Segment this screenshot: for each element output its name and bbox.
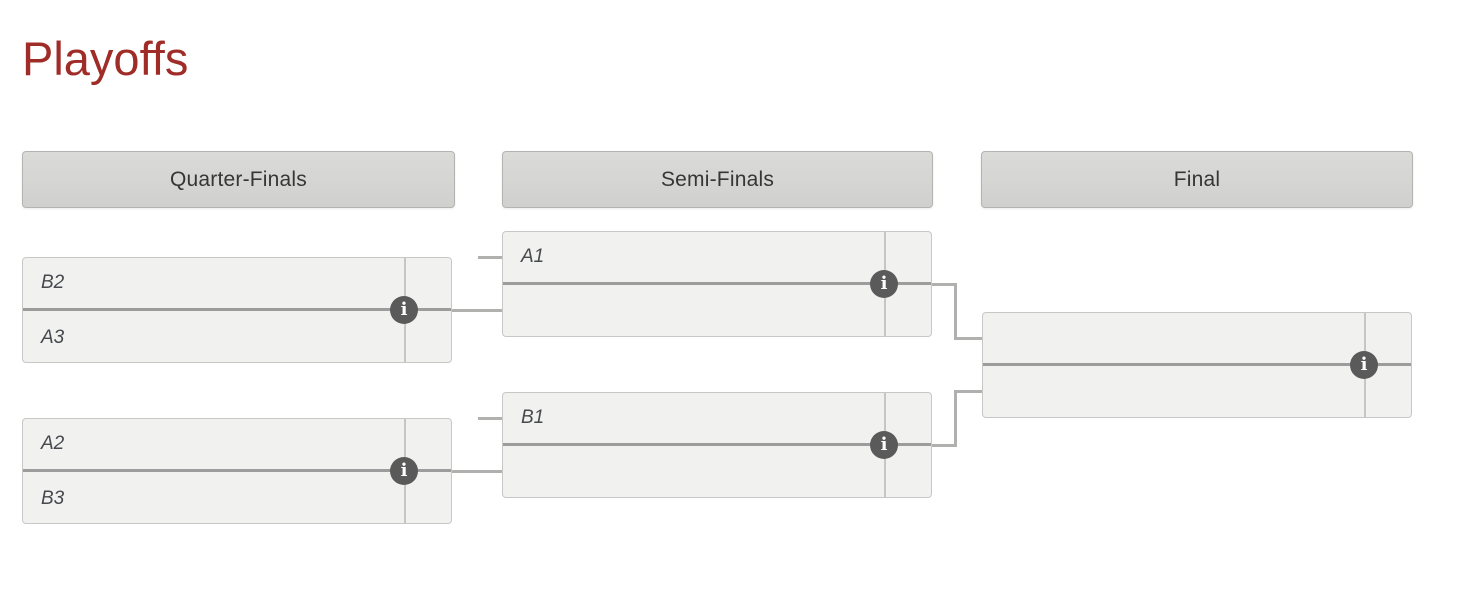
info-icon-glyph: i [400, 299, 408, 320]
match-quarter-final-1: B2 A3 i [22, 257, 452, 363]
round-header-quarter-finals-label: Quarter-Finals [169, 167, 307, 191]
info-icon-glyph: i [1360, 354, 1368, 375]
match-info-icon[interactable]: i [870, 431, 898, 459]
connector-bye-b1-stub [478, 417, 502, 420]
team-label: A2 [41, 433, 65, 454]
round-header-quarter-finals: Quarter-Finals [22, 151, 455, 208]
match-info-icon[interactable]: i [390, 457, 418, 485]
match-info-icon[interactable]: i [1350, 351, 1378, 379]
team-slot-bottom [503, 446, 931, 499]
team-label: A3 [41, 326, 65, 348]
info-icon-glyph: i [880, 434, 888, 455]
connector-sf1-to-final [954, 337, 982, 340]
page-title: Playoffs [22, 32, 189, 85]
team-slot-top: B1 [503, 393, 931, 446]
match-info-icon[interactable]: i [870, 270, 898, 298]
team-slot-top: A2 [23, 419, 451, 472]
connector-qf1-to-sf1 [452, 309, 502, 312]
match-quarter-final-2: A2 B3 i [22, 418, 452, 524]
connector-sf1-elbow [954, 283, 957, 340]
match-final: i [982, 312, 1412, 418]
team-slot-bottom: B3 [23, 472, 451, 525]
team-label: A1 [521, 246, 545, 267]
team-slot-bottom [983, 366, 1411, 419]
connector-qf2-to-sf2 [452, 470, 502, 473]
team-label: B1 [521, 407, 545, 428]
connector-sf2-out [932, 444, 957, 447]
info-icon-glyph: i [400, 460, 408, 481]
team-label: B3 [41, 487, 65, 509]
round-header-semi-finals: Semi-Finals [502, 151, 933, 208]
round-header-final-label: Final [1173, 167, 1221, 191]
info-icon-glyph: i [880, 273, 888, 294]
team-label: B2 [41, 272, 65, 293]
team-slot-top: B2 [23, 258, 451, 311]
connector-bye-a1-stub [478, 256, 502, 259]
round-header-final: Final [981, 151, 1413, 208]
team-slot-bottom: A3 [23, 311, 451, 364]
connector-sf2-to-final [954, 390, 982, 393]
team-slot-top [983, 313, 1411, 366]
connector-sf2-elbow [954, 390, 957, 447]
connector-sf1-out [932, 283, 957, 286]
round-header-semi-finals-label: Semi-Finals [660, 167, 775, 191]
match-semi-final-1: A1 i [502, 231, 932, 337]
team-slot-bottom [503, 285, 931, 338]
team-slot-top: A1 [503, 232, 931, 285]
match-semi-final-2: B1 i [502, 392, 932, 498]
match-info-icon[interactable]: i [390, 296, 418, 324]
